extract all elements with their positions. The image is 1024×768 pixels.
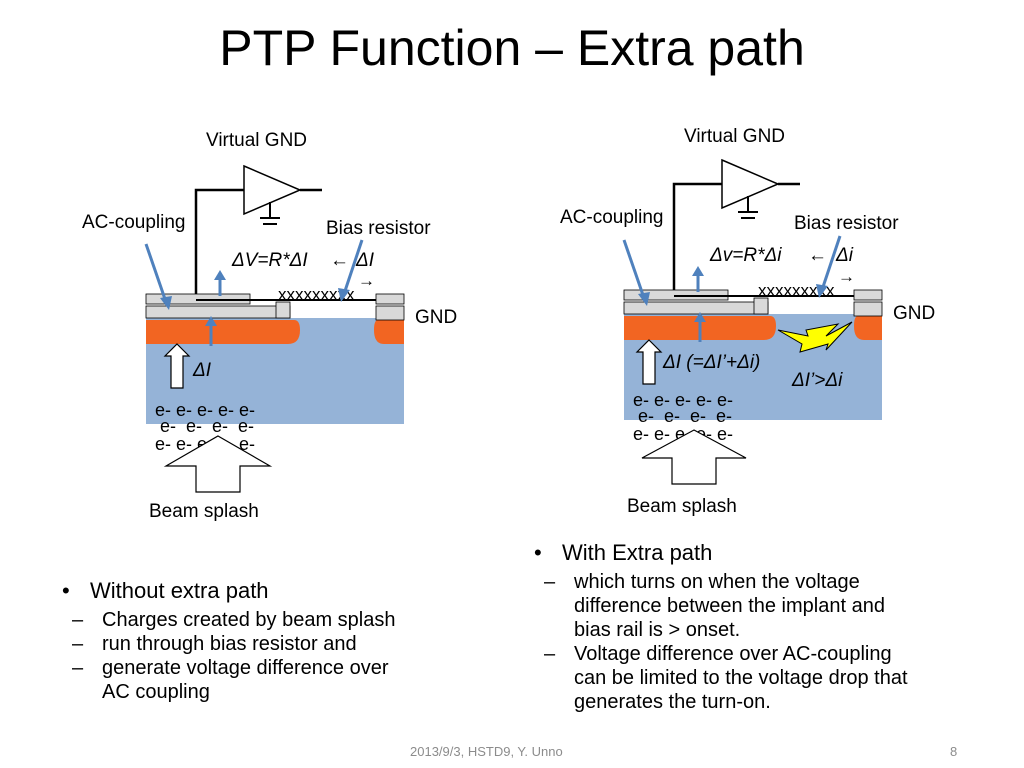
left-bullet-list: Without extra path –Charges created by b… xyxy=(56,578,496,704)
right-ac-arrowhead xyxy=(638,292,650,306)
lightning-icon xyxy=(777,321,853,353)
left-gnd-label: GND xyxy=(415,307,457,328)
left-bias-arrowhead xyxy=(338,288,350,302)
left-sub-bullet: –run through bias resistor and xyxy=(56,632,496,656)
right-gnd-metal-top xyxy=(853,289,883,301)
dash-icon: – xyxy=(72,633,84,655)
right-bias-arrowhead xyxy=(816,284,828,298)
ground-icon xyxy=(260,202,280,225)
right-schematic: Virtual GND AC-coupling Bias resistor Δv… xyxy=(560,126,935,517)
left-delta-i-inside: ΔI xyxy=(192,360,212,381)
slide-footer: 2013/9/3, HSTD9, Y. Unno xyxy=(410,744,563,759)
slide-title: PTP Function – Extra path xyxy=(219,20,805,76)
ground-icon xyxy=(738,196,758,219)
left-bias-contact xyxy=(275,301,291,319)
beam-splash-arrow-icon xyxy=(163,435,273,493)
right-coupling-arrowhead-up xyxy=(692,266,704,276)
right-bullet-list: With Extra path –which turns on when the… xyxy=(528,540,968,714)
right-ac-coupling-label: AC-coupling xyxy=(560,207,664,228)
left-sub-bullet: –generate voltage difference over AC cou… xyxy=(56,656,402,704)
dash-icon: – xyxy=(544,643,556,665)
dash-icon: – xyxy=(72,609,84,631)
left-implant-strip xyxy=(146,320,300,344)
dash-icon: – xyxy=(72,657,84,679)
right-gnd-metal xyxy=(853,301,883,317)
right-main-bullet: With Extra path xyxy=(528,540,968,566)
left-main-bullet: Without extra path xyxy=(56,578,496,604)
left-ac-arrow xyxy=(144,243,168,303)
hollow-arrow-icon xyxy=(635,339,663,385)
right-sub-bullet-text: Voltage difference over AC-coupling can … xyxy=(574,643,908,713)
left-sub-bullet-text: run through bias resistor and xyxy=(102,633,357,655)
left-gnd-metal xyxy=(375,305,405,321)
left-ac-coupling-label: AC-coupling xyxy=(82,212,186,233)
right-implant-arrowhead-up xyxy=(694,312,706,322)
right-sub-bullet: –which turns on when the voltage differe… xyxy=(528,570,914,642)
left-gnd-metal-top xyxy=(375,293,405,305)
right-gnd-label: GND xyxy=(893,303,935,324)
right-arrow-glyph-2: → xyxy=(838,267,855,286)
right-beam-splash-label: Beam splash xyxy=(627,496,737,517)
left-schematic: Virtual GND AC-coupling Bias resistor ΔV… xyxy=(82,130,457,522)
left-voltage-equation: ΔV=R*ΔI xyxy=(231,250,308,271)
right-bias-contact xyxy=(753,297,769,315)
left-electrons-row1: e- e- e- e- e- xyxy=(155,400,255,420)
left-ac-arrowhead xyxy=(160,296,172,310)
right-electrons-row2: e- e- e- e- xyxy=(638,406,732,426)
slide-page-number: 8 xyxy=(950,744,958,759)
left-gnd-implant xyxy=(374,320,404,344)
left-coupling-arrowhead-up xyxy=(214,270,226,280)
left-sub-bullet-text: Charges created by beam splash xyxy=(102,609,396,631)
beam-splash-arrow-icon xyxy=(641,429,747,485)
right-arrow-glyph: ← xyxy=(808,245,827,266)
dash-icon: – xyxy=(544,571,556,593)
left-virtual-gnd-label: Virtual GND xyxy=(206,130,307,151)
right-sub-bullet-text: which turns on when the voltage differen… xyxy=(574,571,885,641)
right-bias-arrow xyxy=(820,235,842,291)
left-electrons-row2: e- e- e- e- xyxy=(160,416,254,436)
right-gnd-implant xyxy=(854,316,882,340)
left-main-bullet-text: Without extra path xyxy=(90,578,269,603)
right-sub-bullet: –Voltage difference over AC-coupling can… xyxy=(528,642,924,714)
left-beam-splash-label: Beam splash xyxy=(149,501,259,522)
right-signal-wire xyxy=(672,182,722,296)
left-current-label: ΔI xyxy=(355,250,375,271)
amplifier-icon xyxy=(243,164,302,216)
right-electrons-row1: e- e- e- e- e- xyxy=(633,390,733,410)
right-delta-i-inside: ΔI (=ΔI’+Δi) xyxy=(662,352,760,373)
amplifier-icon xyxy=(721,158,780,210)
left-sub-bullet: –Charges created by beam splash xyxy=(56,608,496,632)
left-signal-wire xyxy=(194,188,244,298)
hollow-arrow-icon xyxy=(163,343,191,389)
left-bias-arrow xyxy=(342,239,364,295)
left-bias-resistor-label: Bias resistor xyxy=(326,218,431,239)
right-voltage-equation: Δv=R*Δi xyxy=(709,245,782,266)
left-arrow-glyph: ← xyxy=(330,250,349,271)
left-implant-arrowhead-up xyxy=(205,316,217,326)
left-arrow-glyph-2: → xyxy=(358,271,375,290)
right-ac-arrow xyxy=(622,239,646,299)
right-main-bullet-text: With Extra path xyxy=(562,540,713,565)
right-virtual-gnd-label: Virtual GND xyxy=(684,126,785,147)
left-sub-bullet-text: generate voltage difference over AC coup… xyxy=(102,657,389,703)
right-bias-resistor-label: Bias resistor xyxy=(794,213,899,234)
right-current-label: Δi xyxy=(835,245,854,266)
right-delta-relation: ΔI’>Δi xyxy=(791,370,843,391)
